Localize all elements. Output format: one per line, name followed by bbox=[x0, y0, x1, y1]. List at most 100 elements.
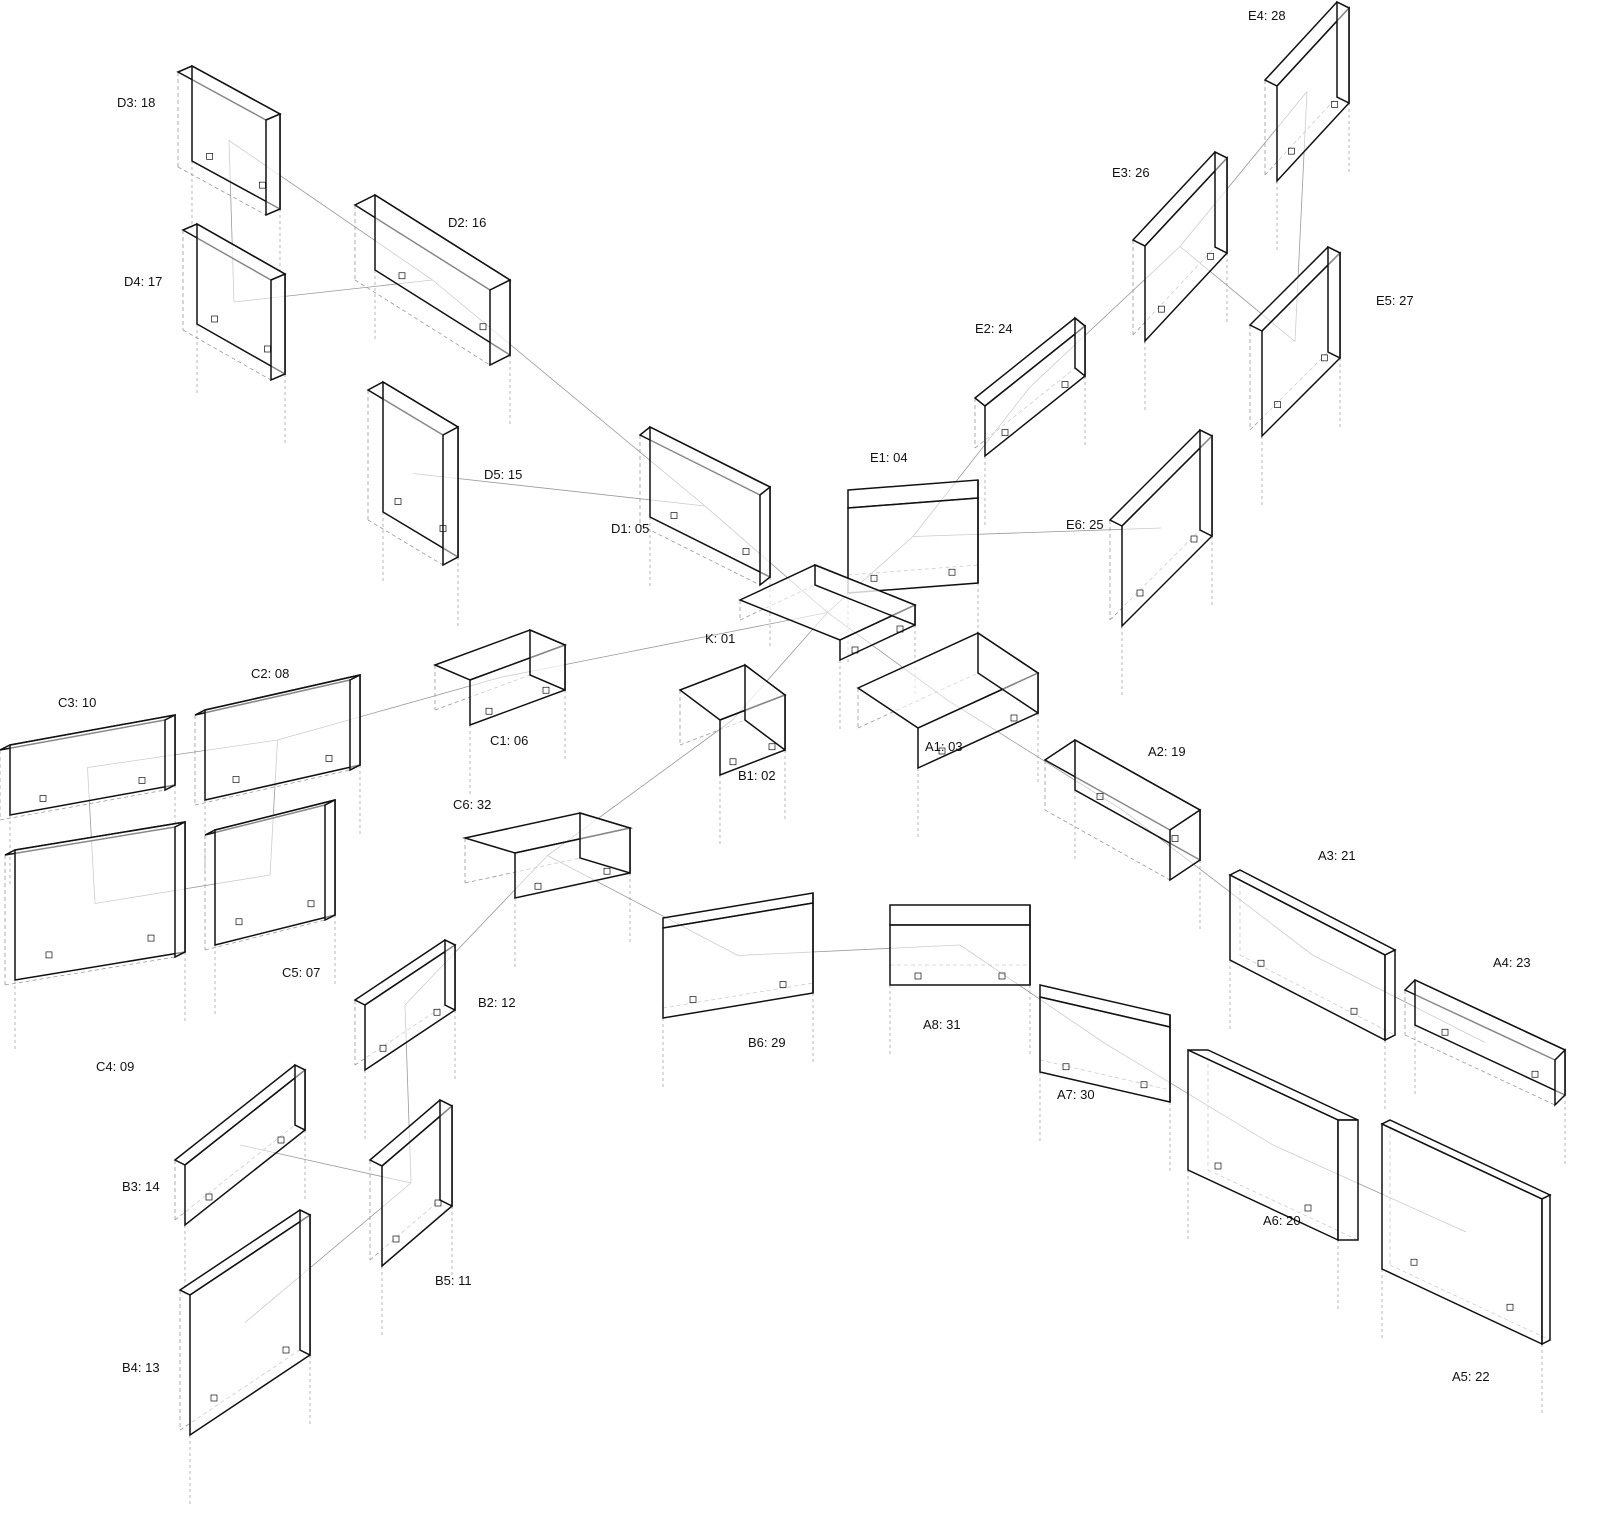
joint-socket bbox=[998, 972, 1006, 980]
piece-c3 bbox=[0, 713, 176, 885]
piece-b5 bbox=[368, 1098, 454, 1336]
piece-e3 bbox=[1131, 150, 1229, 411]
side-face bbox=[744, 663, 786, 752]
piece-k bbox=[738, 563, 917, 730]
joint-socket bbox=[1096, 793, 1104, 800]
piece-d2 bbox=[353, 193, 512, 425]
piece-label-d5: D5: 15 bbox=[484, 467, 523, 482]
side-face bbox=[1336, 0, 1350, 105]
side-face bbox=[1199, 428, 1213, 538]
piece-label-d1: D1: 05 bbox=[611, 521, 650, 536]
side-face bbox=[299, 1208, 311, 1357]
hidden-edge bbox=[679, 719, 786, 751]
side-face bbox=[529, 628, 566, 692]
piece-a6 bbox=[1187, 1048, 1359, 1310]
piece-c4 bbox=[4, 820, 186, 1050]
piece-e6 bbox=[1108, 428, 1214, 696]
side-face bbox=[1169, 808, 1201, 882]
piece-c2 bbox=[194, 673, 361, 870]
joint-socket bbox=[206, 153, 213, 160]
side-face bbox=[814, 563, 916, 627]
joint-socket bbox=[235, 918, 243, 926]
piece-label-b6: B6: 29 bbox=[748, 1035, 786, 1050]
side-face bbox=[1337, 1119, 1359, 1241]
joint-socket bbox=[779, 981, 787, 988]
joint-socket bbox=[434, 1199, 442, 1207]
piece-label-a3: A3: 21 bbox=[1318, 848, 1356, 863]
joint-socket bbox=[1321, 354, 1328, 362]
piece-c1 bbox=[432, 628, 568, 795]
side-face bbox=[349, 673, 361, 772]
joint-socket bbox=[485, 707, 493, 715]
side-face bbox=[759, 485, 771, 587]
joint-socket bbox=[282, 1346, 290, 1354]
joint-socket bbox=[398, 272, 406, 280]
joint-socket bbox=[439, 525, 447, 532]
joint-socket bbox=[1190, 535, 1198, 543]
side-face bbox=[1327, 245, 1341, 360]
piece-b4 bbox=[178, 1208, 312, 1505]
piece-label-d4: D4: 17 bbox=[124, 274, 163, 289]
piece-b1 bbox=[678, 663, 787, 845]
joint-socket bbox=[938, 747, 946, 755]
joint-socket bbox=[1171, 835, 1179, 842]
joint-socket bbox=[1136, 589, 1144, 597]
front-face bbox=[847, 497, 979, 594]
piece-label-c2: C2: 08 bbox=[251, 666, 290, 681]
piece-label-k: K: 01 bbox=[705, 631, 736, 646]
piece-label-c5: C5: 07 bbox=[282, 965, 321, 980]
joint-socket bbox=[259, 181, 266, 189]
joint-socket bbox=[729, 758, 737, 766]
joint-socket bbox=[1062, 1063, 1070, 1071]
piece-d4 bbox=[181, 222, 287, 444]
side-face bbox=[270, 272, 286, 382]
joint-socket bbox=[433, 1008, 441, 1016]
joint-socket bbox=[277, 1136, 285, 1144]
front-face bbox=[214, 799, 336, 946]
joint-socket bbox=[1506, 1303, 1514, 1311]
piece-b3 bbox=[173, 1063, 307, 1295]
piece-label-e1: E1: 04 bbox=[870, 450, 908, 465]
piece-a1 bbox=[856, 631, 1040, 838]
joint-socket bbox=[307, 900, 315, 908]
joint-socket bbox=[768, 743, 776, 751]
piece-label-c1: C1: 06 bbox=[490, 733, 529, 748]
piece-label-c3: C3: 10 bbox=[58, 695, 97, 710]
piece-label-a4: A4: 23 bbox=[1493, 955, 1531, 970]
joint-socket bbox=[914, 972, 922, 980]
joint-socket bbox=[147, 934, 155, 942]
front-face bbox=[1414, 978, 1566, 1097]
piece-label-e3: E3: 26 bbox=[1112, 165, 1150, 180]
joint-socket bbox=[1288, 147, 1295, 155]
joint-socket bbox=[742, 548, 750, 555]
piece-d1 bbox=[638, 425, 772, 647]
side-face bbox=[1214, 150, 1228, 255]
joint-socket bbox=[1158, 305, 1165, 313]
joint-socket bbox=[948, 568, 956, 576]
side-face bbox=[265, 112, 281, 217]
piece-label-e6: E6: 25 bbox=[1066, 517, 1104, 532]
front-face bbox=[204, 674, 361, 801]
top-face bbox=[889, 904, 1031, 926]
piece-label-a1: A1: 03 bbox=[925, 739, 963, 754]
front-face bbox=[649, 425, 771, 579]
joint-socket bbox=[39, 795, 47, 802]
piece-label-b2: B2: 12 bbox=[478, 995, 516, 1010]
joint-socket bbox=[689, 996, 697, 1003]
side-face bbox=[1074, 316, 1086, 378]
hidden-edge bbox=[194, 764, 361, 806]
joint-socket bbox=[232, 776, 240, 783]
joint-socket bbox=[1140, 1081, 1148, 1089]
piece-a2 bbox=[1043, 738, 1202, 930]
joint-socket bbox=[394, 498, 402, 505]
joint-socket bbox=[1207, 253, 1214, 260]
piece-label-d2: D2: 16 bbox=[448, 215, 487, 230]
piece-label-a8: A8: 31 bbox=[923, 1017, 961, 1032]
joint-socket bbox=[870, 574, 878, 582]
piece-e5 bbox=[1248, 245, 1342, 506]
joint-socket bbox=[1531, 1070, 1539, 1078]
piece-a3 bbox=[1228, 869, 1397, 1110]
joint-socket bbox=[851, 646, 859, 654]
piece-label-b1: B1: 02 bbox=[738, 768, 776, 783]
side-face bbox=[439, 1098, 453, 1208]
